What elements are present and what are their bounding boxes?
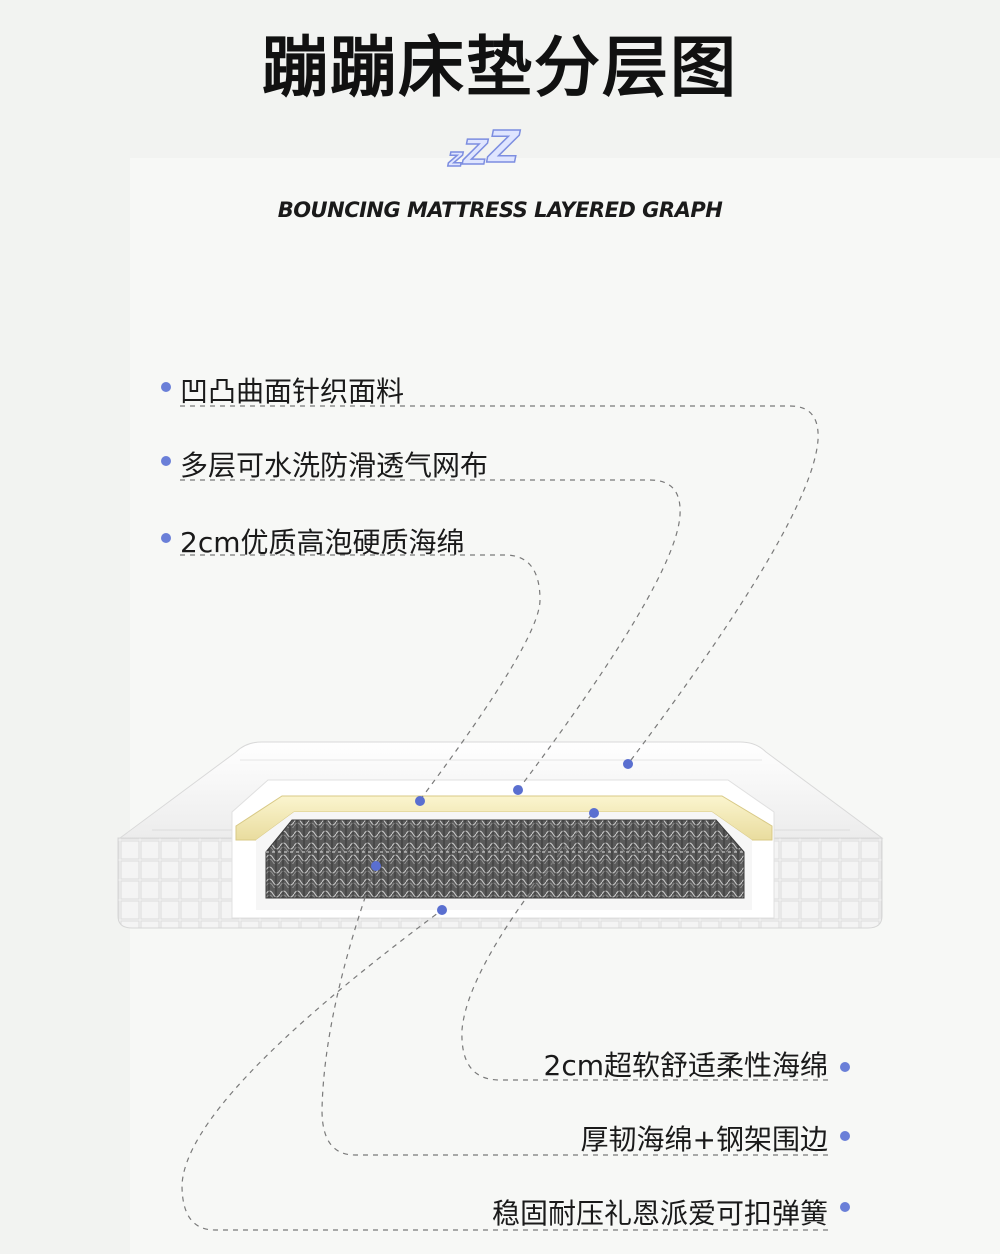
sleep-zzz-icon: zZZ	[447, 121, 520, 174]
layer-label-knit-fabric: 凹凸曲面针织面料	[180, 375, 405, 408]
marker-dot-4	[589, 808, 599, 818]
background-panel	[130, 158, 1000, 1254]
bullet-dot	[840, 1131, 850, 1141]
marker-dot-3	[415, 796, 425, 806]
marker-dot-2	[513, 785, 523, 795]
bullet-dot	[161, 456, 171, 466]
leader-line-1	[180, 405, 819, 765]
bullet-dot	[161, 382, 171, 392]
layer-label-hard-foam: 2cm优质高泡硬质海绵	[180, 526, 465, 559]
marker-dot-5	[371, 861, 381, 871]
marker-dot-1	[623, 759, 633, 769]
page-subtitle: BOUNCING MATTRESS LAYERED GRAPH	[277, 198, 723, 222]
leader-line-5	[321, 865, 828, 1156]
marker-dot-6	[437, 905, 447, 915]
bullet-dot	[161, 533, 171, 543]
layer-label-edge-support: 厚韧海绵+钢架围边	[580, 1123, 828, 1156]
page-title: 蹦蹦床垫分层图	[262, 29, 738, 106]
bullet-dot	[840, 1062, 850, 1072]
layer-label-mesh: 多层可水洗防滑透气网布	[180, 449, 489, 482]
leader-line-3	[180, 554, 541, 801]
leader-line-4	[461, 811, 828, 1081]
layer-label-springs: 稳固耐压礼恩派爱可扣弹簧	[491, 1197, 828, 1230]
bullet-dot	[840, 1202, 850, 1212]
layer-label-soft-foam: 2cm超软舒适柔性海绵	[543, 1049, 829, 1082]
leader-line-2	[180, 479, 681, 791]
